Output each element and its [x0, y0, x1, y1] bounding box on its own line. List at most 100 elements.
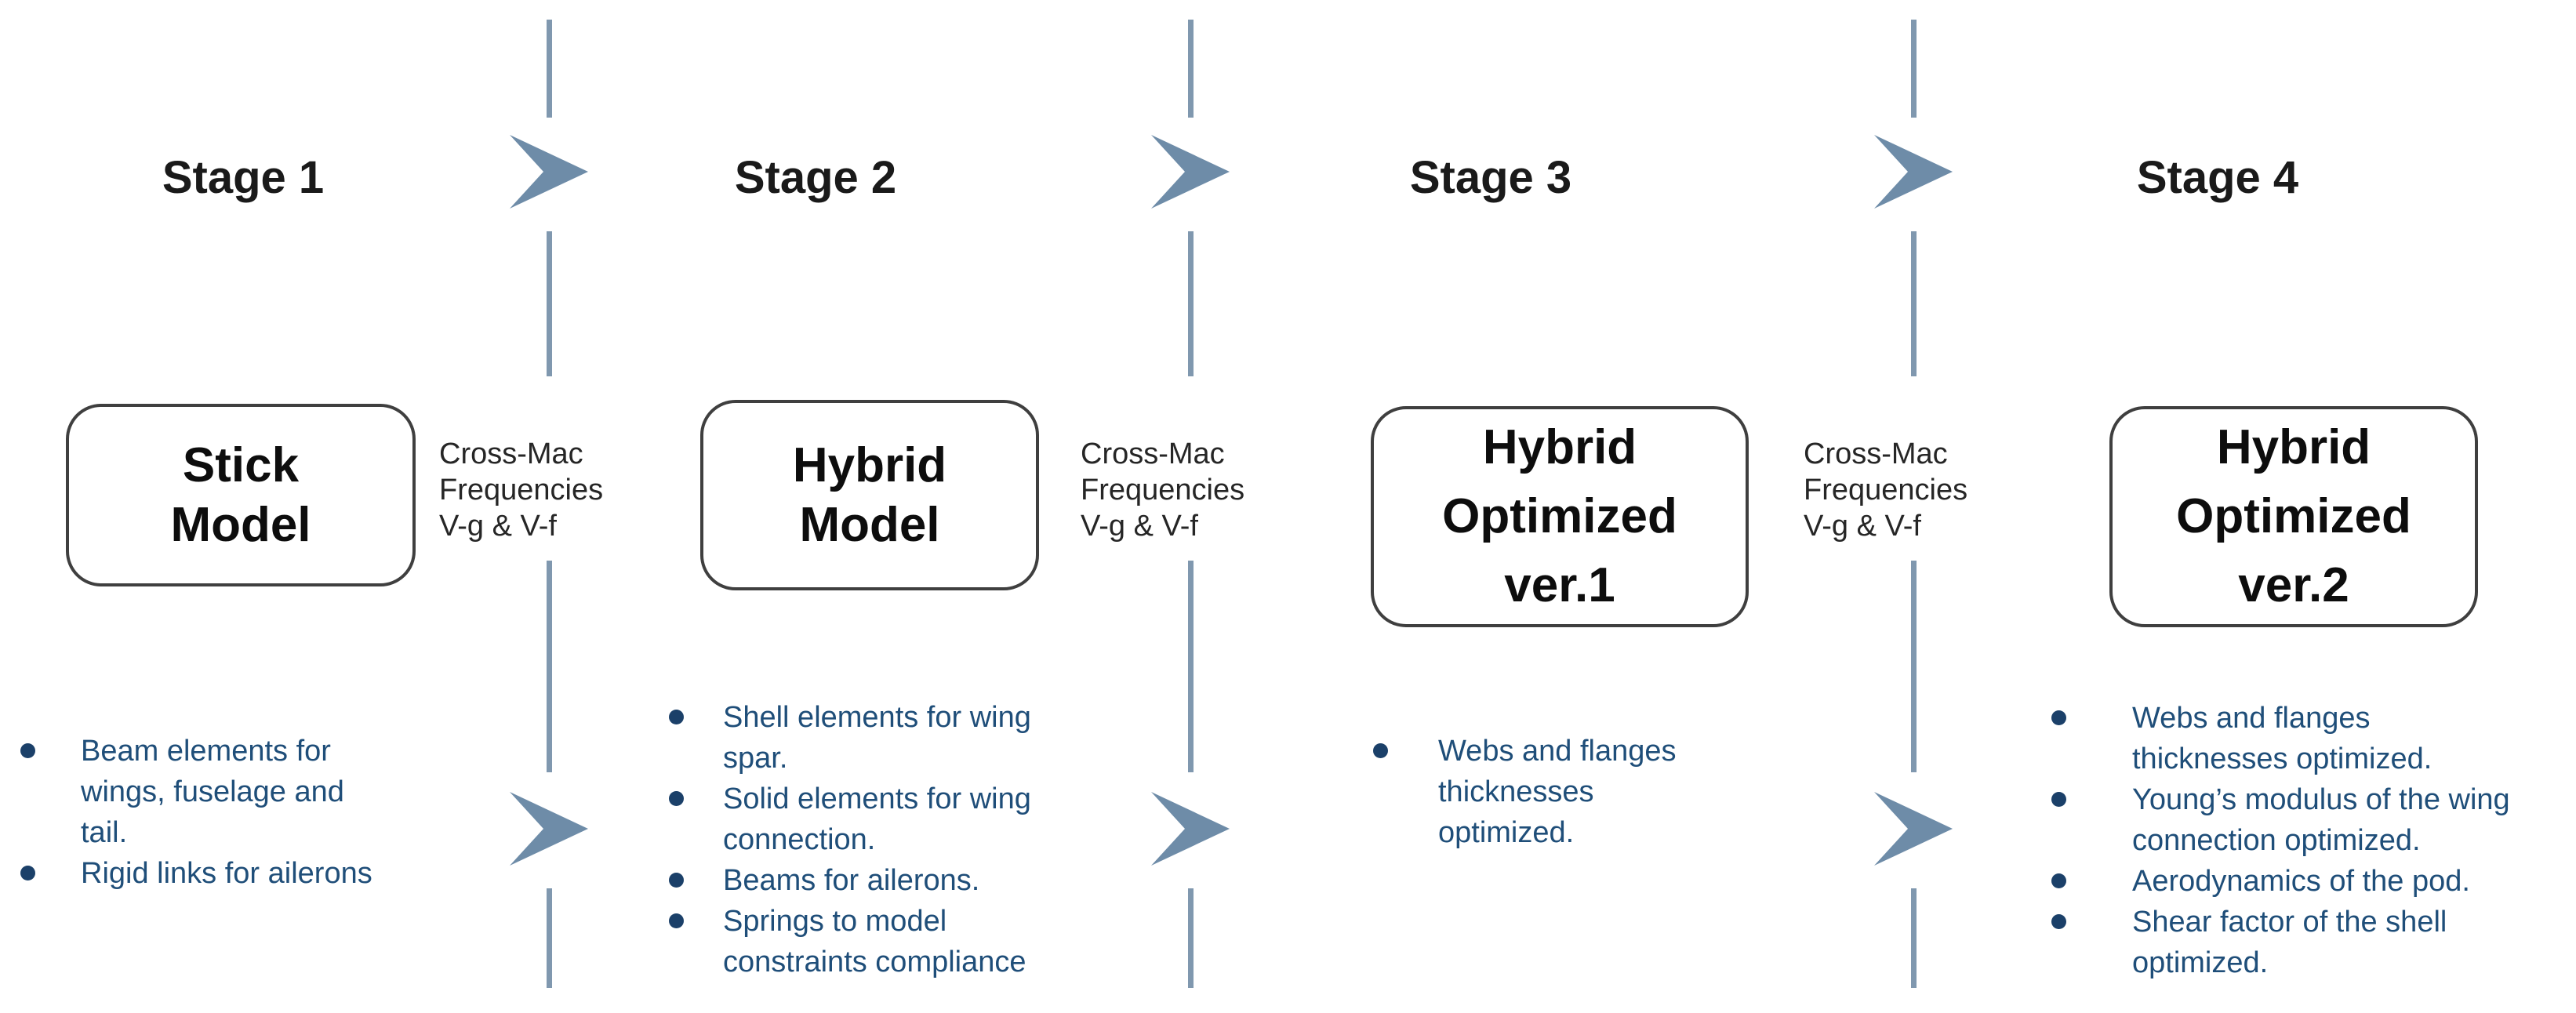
cross-mac-label: Cross-Mac Frequencies V-g & V-f — [1804, 436, 1967, 544]
box-title-line: Optimized — [1442, 489, 1677, 543]
bullet-text: Beam elements for wings, fuselage and tail… — [81, 731, 344, 853]
connector-line-segment — [547, 561, 552, 772]
list-item: Shell elements for wing spar. — [669, 697, 1031, 779]
bullet-line: Beams for ailerons. — [723, 864, 980, 897]
chevron-right-icon — [1151, 135, 1230, 209]
bullet-line: Shear factor of the shell — [2132, 906, 2447, 939]
bullet-line: tail. — [81, 816, 128, 849]
cross-mac-label: Cross-Mac Frequencies V-g & V-f — [1081, 436, 1244, 544]
box-title-line: Hybrid — [2216, 420, 2371, 474]
chevron-right-icon — [510, 792, 588, 866]
bullet-icon — [2051, 792, 2066, 807]
bullet-line: wings, fuselage and — [81, 775, 344, 808]
bullet-line: Webs and flanges — [1438, 735, 1677, 768]
stage-2-bullet-list: Shell elements for wing spar. Solid elemen… — [669, 697, 1031, 982]
box-title-line: ver.2 — [2238, 558, 2349, 612]
bullet-line: Beam elements for — [81, 735, 331, 768]
box-title-line: ver.1 — [1504, 558, 1615, 612]
bullet-text: Young’s modulus of the wing connection op… — [2132, 779, 2510, 861]
connector-line-segment — [1188, 561, 1194, 772]
bullet-text: Aerodynamics of the pod. — [2132, 861, 2470, 902]
cross-mac-label-line: V-g & V-f — [1804, 510, 1921, 543]
connector-line-segment — [547, 231, 552, 376]
connector-line-segment — [1911, 888, 1917, 988]
bullet-text: Webs and flanges thicknesses optimized. — [2132, 698, 2432, 779]
list-item: Rigid links for ailerons — [20, 853, 372, 894]
cross-mac-label-line: Frequencies — [1804, 474, 1968, 506]
list-item: Aerodynamics of the pod. — [2051, 861, 2510, 902]
stage-2-label: Stage 2 — [734, 152, 897, 203]
box-title-line: Optimized — [2176, 489, 2411, 543]
list-item: Solid elements for wing connection. — [669, 779, 1031, 860]
chevron-right-icon — [1151, 792, 1230, 866]
bullet-line: thicknesses — [1438, 775, 1594, 808]
bullet-line: Aerodynamics of the pod. — [2132, 865, 2470, 898]
cross-mac-label-line: Frequencies — [439, 474, 604, 506]
stage-1-label: Stage 1 — [162, 152, 325, 203]
bullet-text: Shell elements for wing spar. — [723, 697, 1031, 779]
list-item: Webs and flanges thicknesses optimized. — [2051, 698, 2510, 779]
bullet-line: thicknesses optimized. — [2132, 743, 2432, 775]
cross-mac-label-line: V-g & V-f — [1081, 510, 1198, 543]
stage-4-bullet-list: Webs and flanges thicknesses optimized. Yo… — [2051, 698, 2510, 983]
box-title-line: Hybrid — [1482, 420, 1637, 474]
bullet-text: Rigid links for ailerons — [81, 853, 372, 894]
bullet-icon — [2051, 710, 2066, 725]
bullet-icon — [2051, 873, 2066, 888]
box-title-line: Model — [170, 497, 311, 552]
bullet-line: Young’s modulus of the wing — [2132, 783, 2510, 816]
bullet-icon — [2051, 914, 2066, 929]
connector-line-segment — [1188, 231, 1194, 376]
bullet-icon — [669, 710, 684, 724]
bullet-icon — [20, 866, 35, 880]
bullet-text: Solid elements for wing connection. — [723, 779, 1031, 860]
bullet-icon — [669, 873, 684, 888]
cross-mac-label: Cross-Mac Frequencies V-g & V-f — [439, 436, 603, 544]
cross-mac-label-line: V-g & V-f — [439, 510, 557, 543]
chevron-right-icon — [1874, 792, 1953, 866]
bullet-line: connection. — [723, 823, 876, 856]
stage-1-bullet-list: Beam elements for wings, fuselage and tail… — [20, 731, 372, 894]
chevron-right-icon — [1874, 135, 1953, 209]
list-item: Beam elements for wings, fuselage and tail… — [20, 731, 372, 853]
cross-mac-label-line: Cross-Mac — [439, 438, 583, 470]
bullet-line: optimized. — [2132, 946, 2269, 979]
bullet-icon — [1373, 743, 1388, 758]
box-title-line: Model — [799, 497, 940, 552]
connector-line-segment — [1188, 888, 1194, 988]
cross-mac-label-line: Frequencies — [1081, 474, 1245, 506]
bullet-line: connection optimized. — [2132, 824, 2421, 857]
bullet-icon — [20, 743, 35, 758]
list-item: Young’s modulus of the wing connection op… — [2051, 779, 2510, 861]
connector-line-segment — [1911, 20, 1917, 118]
stage-3-bullet-list: Webs and flanges thicknesses optimized. — [1373, 731, 1677, 853]
bullet-line: Solid elements for wing — [723, 782, 1031, 815]
chevron-right-icon — [510, 135, 588, 209]
bullet-text: Beams for ailerons. — [723, 860, 979, 901]
box-title-line: Stick — [182, 438, 300, 492]
bullet-text: Shear factor of the shell optimized. — [2132, 902, 2447, 983]
list-item: Shear factor of the shell optimized. — [2051, 902, 2510, 983]
list-item: Webs and flanges thicknesses optimized. — [1373, 731, 1677, 853]
list-item: Beams for ailerons. — [669, 860, 1031, 901]
box-title-line: Hybrid — [792, 438, 947, 492]
connector-line-segment — [547, 888, 552, 988]
bullet-text: Webs and flanges thicknesses optimized. — [1438, 731, 1677, 853]
connector-line-segment — [1188, 20, 1194, 118]
connector-line-segment — [1911, 561, 1917, 772]
cross-mac-label-line: Cross-Mac — [1804, 438, 1948, 470]
stage-4-label: Stage 4 — [2136, 152, 2299, 203]
connector-line-segment — [1911, 231, 1917, 376]
bullet-line: spar. — [723, 742, 788, 775]
bullet-line: Webs and flanges — [2132, 702, 2371, 735]
bullet-line: Shell elements for wing — [723, 701, 1031, 734]
bullet-line: Rigid links for ailerons — [81, 857, 372, 890]
bullet-line: optimized. — [1438, 816, 1575, 849]
